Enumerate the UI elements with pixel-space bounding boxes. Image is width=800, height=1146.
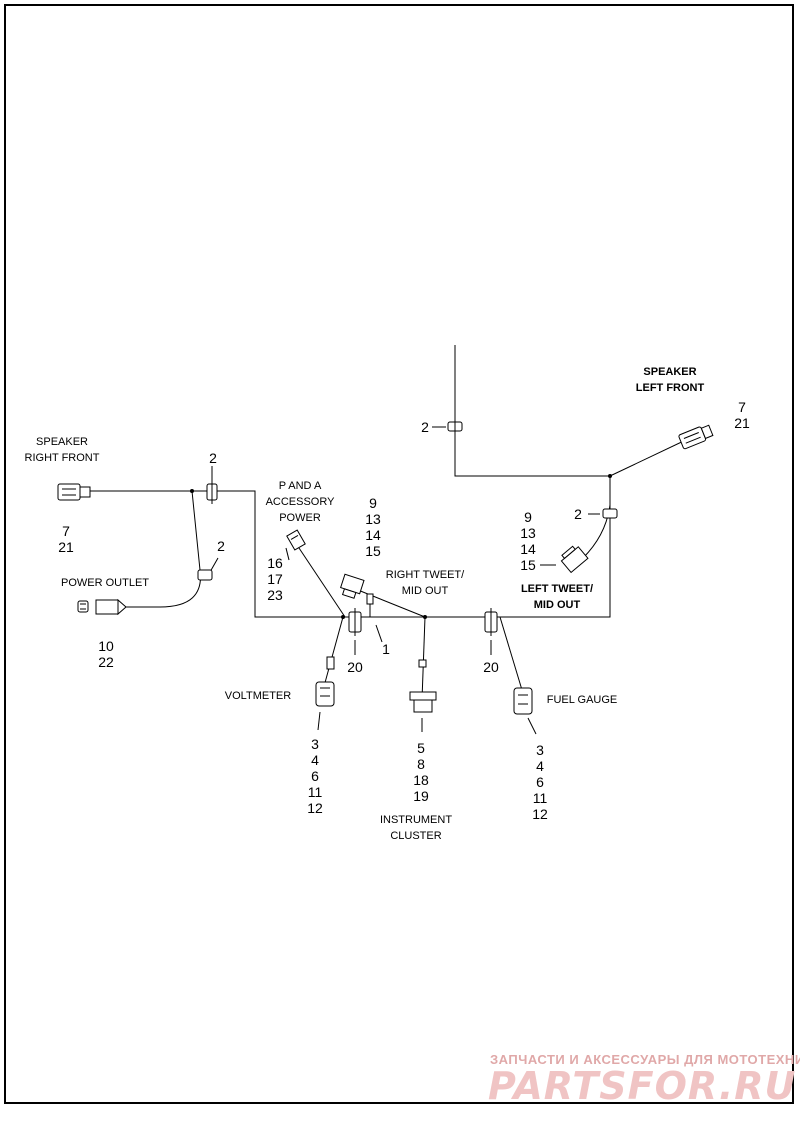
- clip-left-tweet: [602, 508, 618, 519]
- clip-fuel-gauge: [484, 608, 498, 636]
- leader-line-pa: [285, 547, 290, 561]
- fuel-gauge-connector: [513, 687, 533, 715]
- left-front-speaker-lead: [609, 437, 691, 477]
- watermark-logo: PARTSFOR.RU: [488, 1064, 797, 1108]
- speaker-left-front-connector: [678, 424, 714, 450]
- instrument-cluster-connector: [409, 659, 437, 713]
- inline-connector-1: [366, 593, 374, 605]
- callout-connector-1: 1: [382, 641, 390, 657]
- voltmeter-connector: [315, 656, 335, 707]
- splice-dot: [341, 615, 345, 619]
- leader-line-1: [375, 624, 383, 643]
- leader-line-2-po: [209, 557, 219, 573]
- right-tweet-lead: [352, 587, 426, 618]
- power-outlet-label: POWER OUTLET: [60, 577, 150, 589]
- leader-line-fg: [527, 717, 537, 735]
- right-tweet-connector: [340, 573, 365, 599]
- p-and-a-lead: [296, 544, 346, 618]
- callout-clip-voltmeter: 20: [347, 659, 363, 675]
- splice-dot: [608, 474, 612, 478]
- callout-clip-power-outlet: 2: [217, 538, 225, 554]
- diagram-frame: [4, 4, 794, 1104]
- callout-clip-left: 2: [574, 506, 582, 522]
- cluster-lead: [421, 616, 426, 701]
- leader-line-v: [317, 711, 321, 731]
- fuel-gauge-label: FUEL GAUGE: [546, 694, 618, 706]
- clip-voltmeter: [348, 608, 362, 636]
- left-tweet-label: LEFT TWEET/MID OUT: [520, 583, 594, 611]
- clip-right-front: [206, 480, 218, 504]
- p-and-a-connector: [286, 529, 306, 551]
- splice-dot: [190, 489, 194, 493]
- callout-clip-fuel: 20: [483, 659, 499, 675]
- speaker-right-front-connector: [57, 483, 91, 501]
- clip-top: [447, 418, 463, 436]
- voltmeter-label: VOLTMETER: [224, 690, 292, 702]
- fuel-gauge-lead: [499, 616, 523, 691]
- callout-clip-right-front: 2: [209, 450, 217, 466]
- splice-dot: [423, 615, 427, 619]
- voltmeter-lead: [322, 616, 344, 691]
- harness-top-run: [90, 345, 611, 618]
- left-tweet-connector: [560, 545, 589, 574]
- watermark-caption: ЗАПЧАСТИ И АКСЕССУАРЫ ДЛЯ МОТОТЕХНИКИ: [490, 1052, 800, 1067]
- clip-power-outlet: [197, 569, 213, 581]
- power-outlet-connector: [77, 598, 127, 616]
- right-tweet-label: RIGHT TWEET/MID OUT: [385, 569, 465, 597]
- callout-clip-top: 2: [421, 419, 429, 435]
